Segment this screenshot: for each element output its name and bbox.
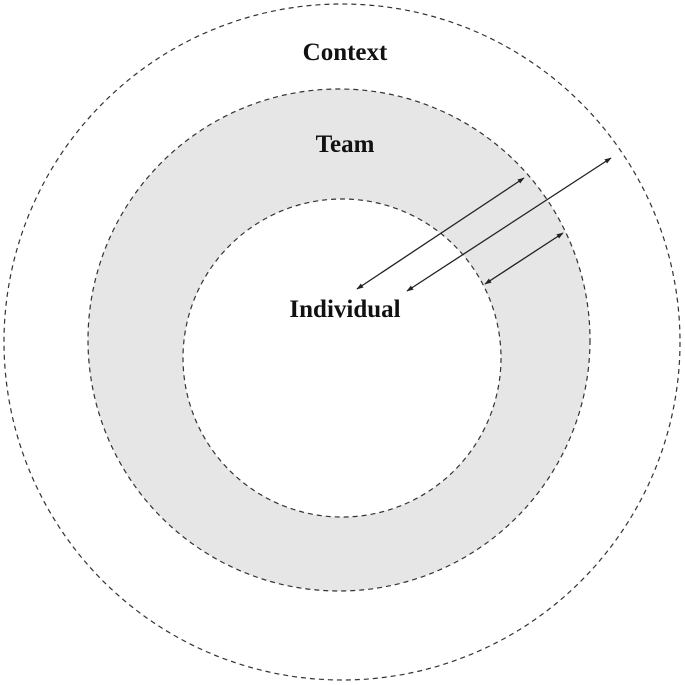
arrow-individual-context [406, 157, 612, 292]
individual-circle [182, 198, 502, 518]
context-label: Context [303, 39, 388, 66]
individual-label: Individual [289, 296, 400, 323]
arrow-team-ring [484, 232, 564, 285]
team-label: Team [316, 131, 375, 158]
